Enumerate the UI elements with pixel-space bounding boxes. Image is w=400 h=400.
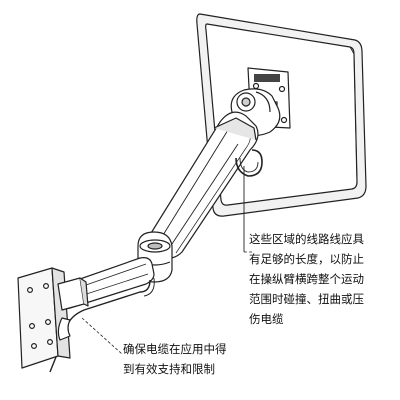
cable-length-note-line-4: 范围时碰撞、扭曲或压 (249, 292, 364, 306)
cable-length-note-line-5: 伤电缆 (249, 312, 284, 326)
cable-length-note-line-1: 这些区域的线路线应具 (249, 232, 364, 246)
cable-length-note-line-3: 在操纵臂横跨整个运动 (249, 272, 364, 286)
cable-support-note-line-2: 到有效支持和限制 (123, 362, 215, 376)
cable-clip (57, 317, 71, 341)
leader-line-bottom (81, 317, 123, 355)
leader-lines (81, 251, 252, 355)
wall-bracket (57, 277, 89, 311)
cable-support-note: 确保电缆在应用中得 到有效支持和限制 (123, 339, 227, 379)
elbow-joint (137, 231, 173, 283)
cable-support-note-line-1: 确保电缆在应用中得 (123, 342, 227, 356)
cable-length-note-line-2: 有足够的长度，以防止 (249, 252, 364, 266)
upper-arm (144, 111, 259, 259)
cable-length-note: 这些区域的线路线应具 有足够的长度，以防止 在操纵臂横跨整个运动 范围时碰撞、扭… (249, 229, 364, 329)
wall-plate (17, 267, 71, 369)
cable-loop-upper (235, 149, 263, 177)
